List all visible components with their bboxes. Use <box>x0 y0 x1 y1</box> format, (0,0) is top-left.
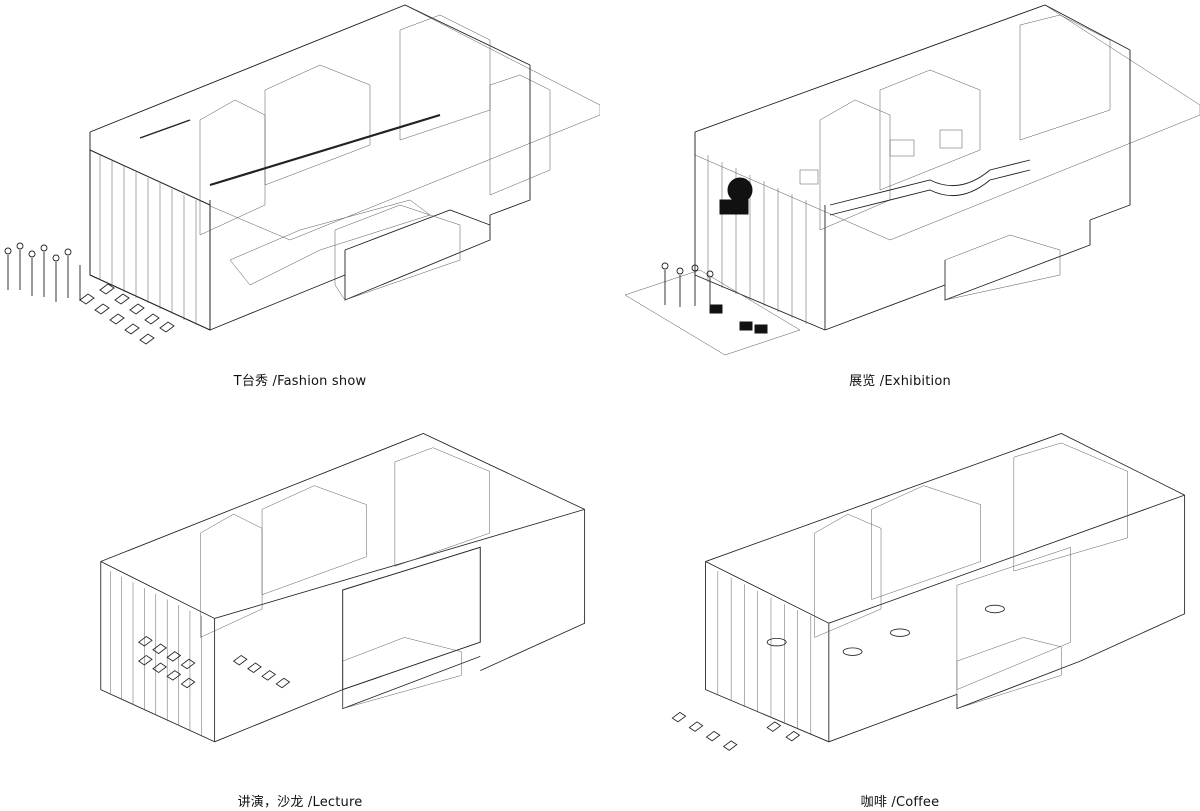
facade-panels <box>707 155 807 324</box>
runway <box>229 199 431 286</box>
building-box <box>100 432 586 743</box>
building-box <box>705 432 1186 743</box>
axonometric-lecture <box>100 432 586 743</box>
axonometric-exhibition <box>624 4 1200 356</box>
audience-people <box>4 242 81 302</box>
interior-rooms <box>200 447 490 691</box>
facade-panels <box>99 155 197 325</box>
bar-counter <box>334 204 461 301</box>
axonometric-coffee <box>671 432 1186 751</box>
panel-fashion-show: T台秀 /Fashion show <box>0 0 600 405</box>
caption-lecture: 讲演，沙龙 /Lecture <box>237 795 363 810</box>
interior-rooms <box>814 442 1128 690</box>
coffee-bar <box>956 637 1062 709</box>
visitors <box>661 262 714 310</box>
panel-coffee: 咖啡 /Coffee <box>600 405 1200 810</box>
axonometric-fashion-show <box>4 4 600 345</box>
floor-graphic <box>624 269 801 356</box>
facade-panels <box>717 571 812 736</box>
caption-exhibition: 展览 /Exhibition <box>849 374 951 389</box>
building-box <box>694 4 1200 331</box>
interior-rooms <box>199 14 551 236</box>
exhibition-posters <box>719 129 963 215</box>
outdoor-chairs <box>671 711 801 751</box>
cafe-tables <box>766 604 1005 656</box>
caption-coffee: 咖啡 /Coffee <box>860 795 940 810</box>
reception-counter <box>944 234 1061 301</box>
caption-fashion-show: T台秀 /Fashion show <box>233 374 367 389</box>
audience-chairs <box>79 283 175 345</box>
interior-rooms <box>819 14 1111 231</box>
panel-exhibition: 展览 /Exhibition <box>600 0 1200 405</box>
facade-panels <box>110 571 202 737</box>
lecture-seating <box>137 635 291 689</box>
lighting-truss <box>139 113 441 187</box>
building-box <box>89 4 600 331</box>
panel-lecture: 讲演，沙龙 /Lecture <box>0 405 600 810</box>
suspended-walkway <box>829 159 1031 216</box>
salon-counter <box>342 637 462 709</box>
